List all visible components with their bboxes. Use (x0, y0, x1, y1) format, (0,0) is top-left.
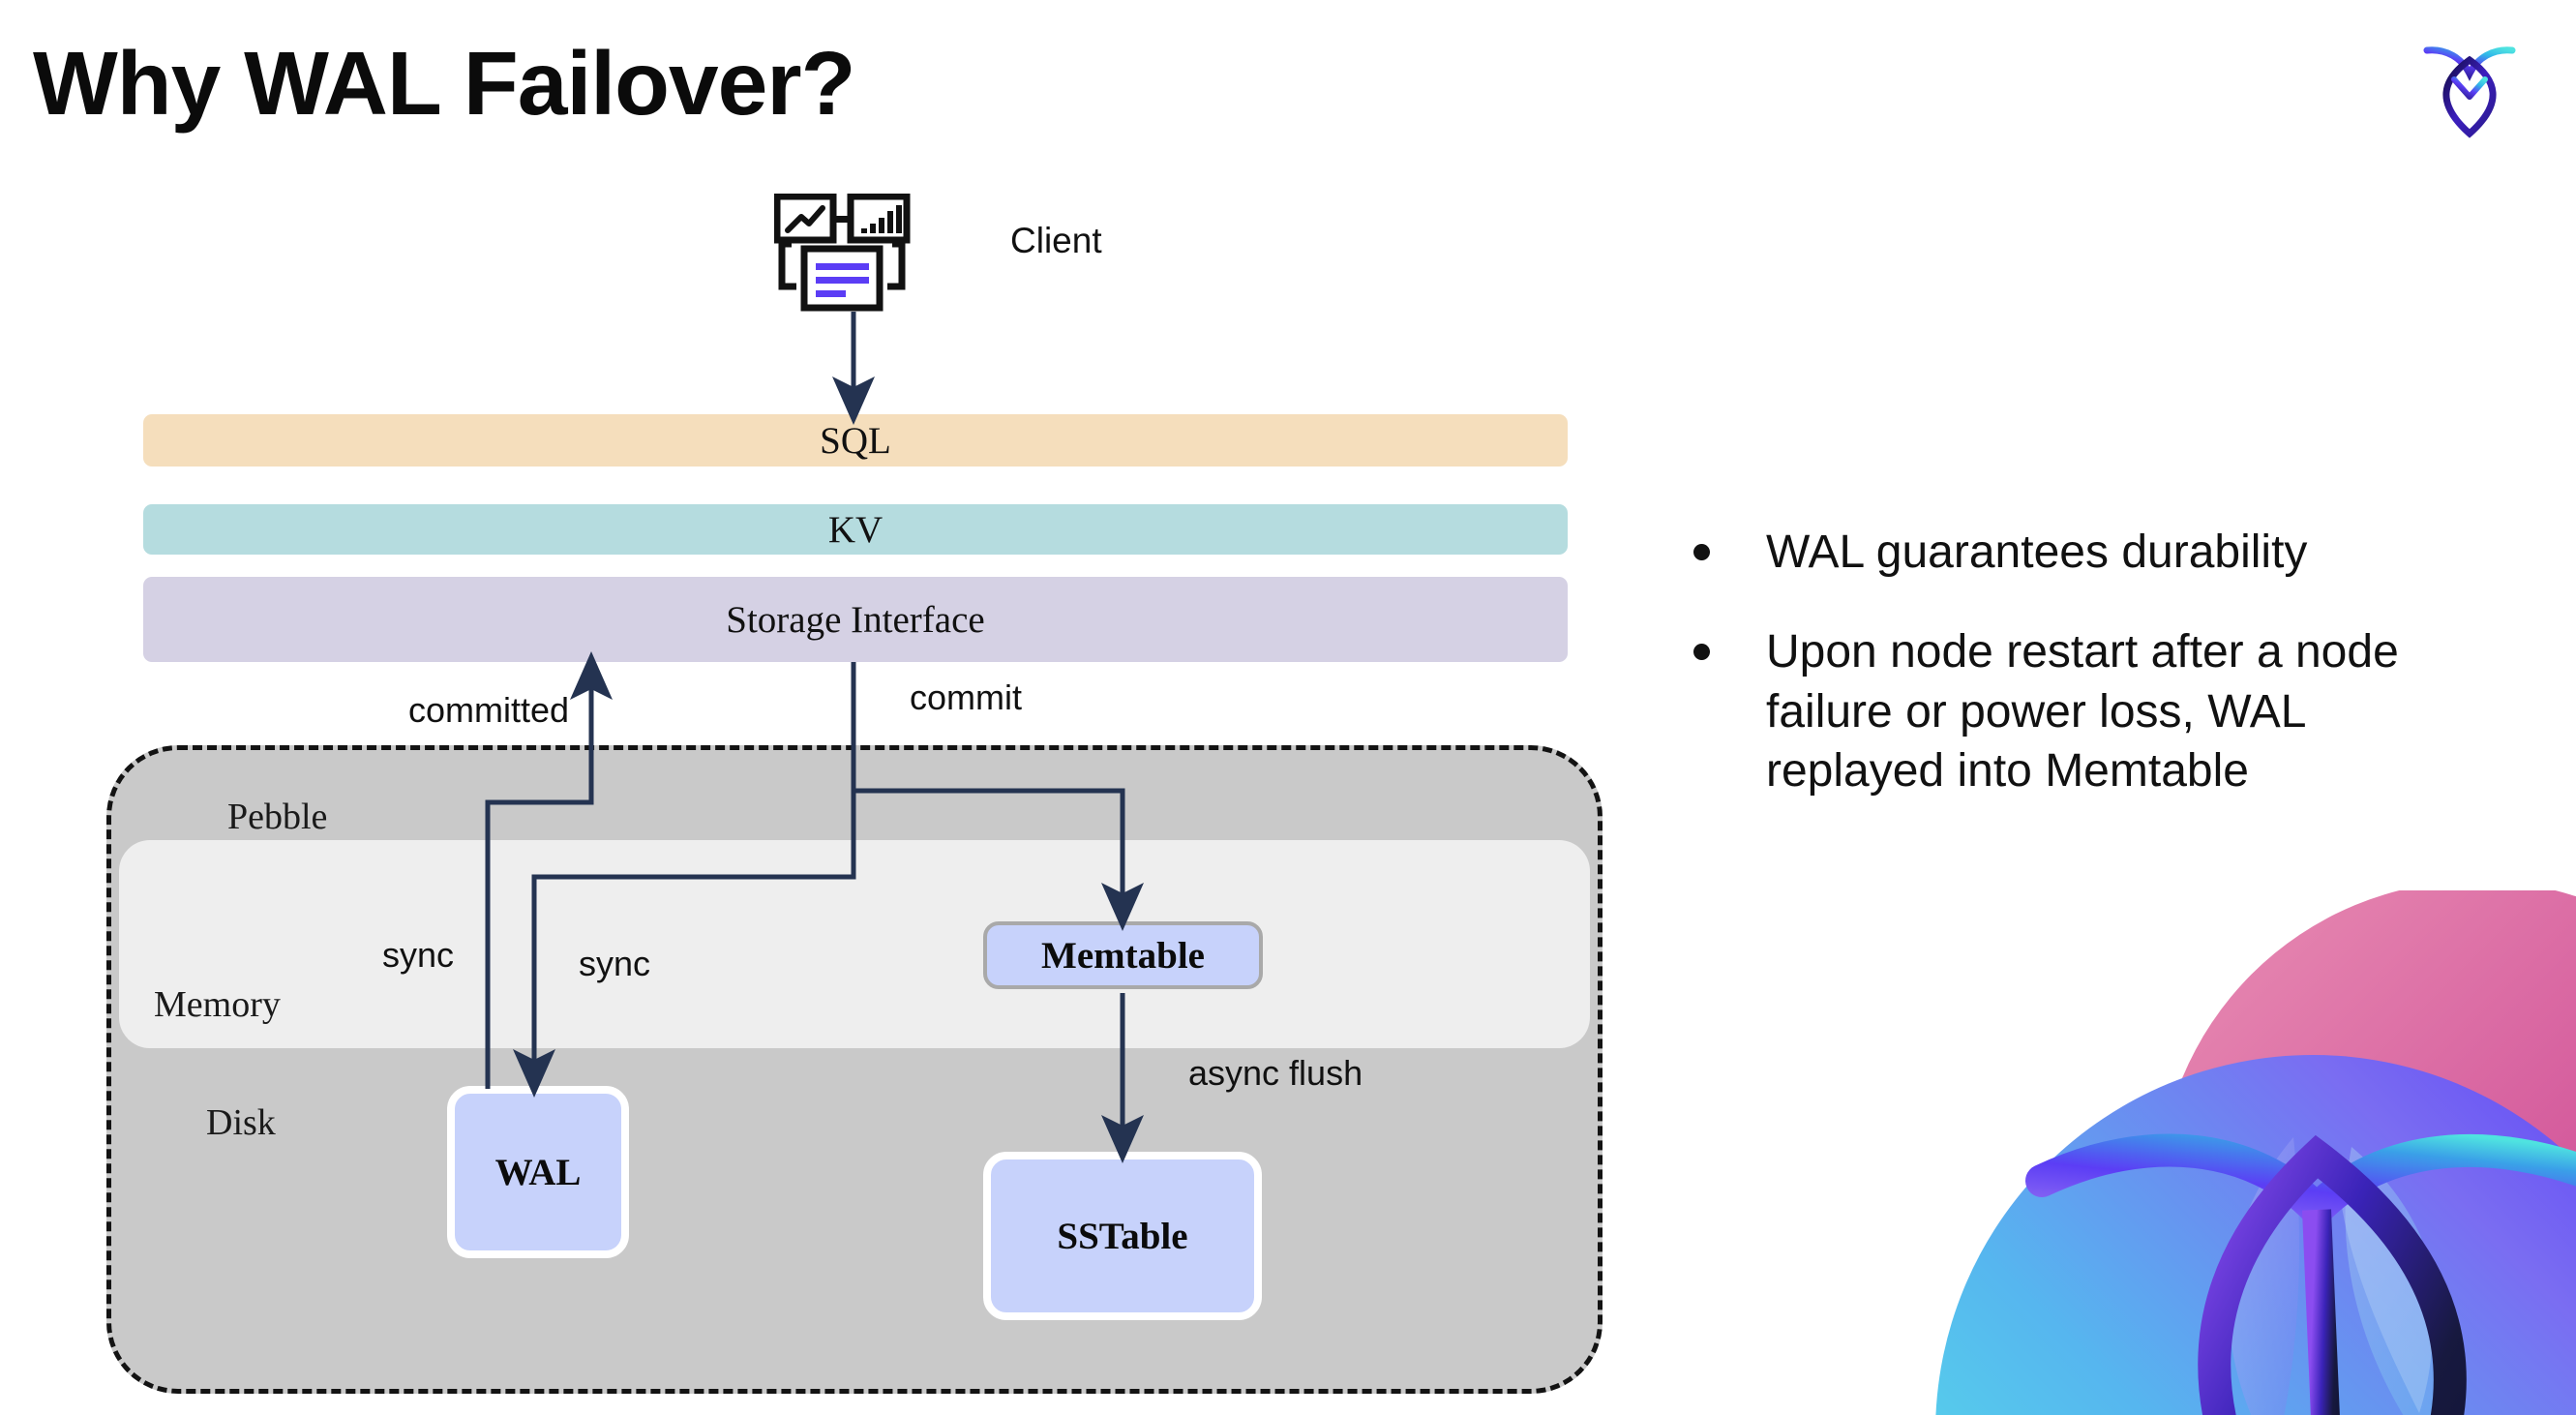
bullet-dot-icon (1693, 544, 1710, 560)
disk-label: Disk (206, 1102, 276, 1143)
memtable-node: Memtable (983, 921, 1263, 989)
edge-label-committed: committed (408, 690, 570, 730)
edge-label-sync-left: sync (382, 935, 455, 975)
layer-bar-kv: KV (143, 504, 1568, 555)
memory-label: Memory (154, 984, 281, 1025)
page-title: Why WAL Failover? (33, 33, 855, 134)
client-label: Client (1010, 221, 1102, 260)
edge-label-commit: commit (910, 677, 1022, 717)
sstable-label: SSTable (1057, 1215, 1188, 1257)
layer-label-kv: KV (827, 508, 884, 551)
layer-label-storage-interface: Storage Interface (726, 598, 985, 641)
wal-label: WAL (494, 1151, 582, 1193)
layer-label-sql: SQL (820, 419, 891, 462)
layer-bar-storage-interface: Storage Interface (143, 577, 1568, 662)
list-item: Upon node restart after a node failure o… (1693, 622, 2487, 800)
architecture-diagram: Client SQL KV Storage Interface Pebble M… (106, 193, 1603, 1394)
list-item: WAL guarantees durability (1693, 523, 2487, 582)
cockroachdb-logo-icon (2411, 29, 2528, 145)
bullet-dot-icon (1693, 644, 1710, 661)
wal-node: WAL (447, 1086, 629, 1258)
bullet-text: WAL guarantees durability (1766, 527, 2308, 578)
bullet-text: Upon node restart after a node failure o… (1766, 626, 2399, 798)
pebble-label: Pebble (227, 797, 328, 837)
memory-region (119, 840, 1590, 1048)
edge-label-sync-right: sync (579, 944, 651, 983)
client-devices-icon (773, 193, 929, 315)
cockroachdb-emblem-decoration (1897, 890, 2576, 1415)
layer-bar-sql: SQL (143, 414, 1568, 467)
memtable-label: Memtable (1041, 934, 1205, 977)
sstable-node: SSTable (983, 1152, 1262, 1320)
bullet-list: WAL guarantees durability Upon node rest… (1693, 523, 2487, 842)
edge-label-async-flush: async flush (1188, 1053, 1363, 1093)
